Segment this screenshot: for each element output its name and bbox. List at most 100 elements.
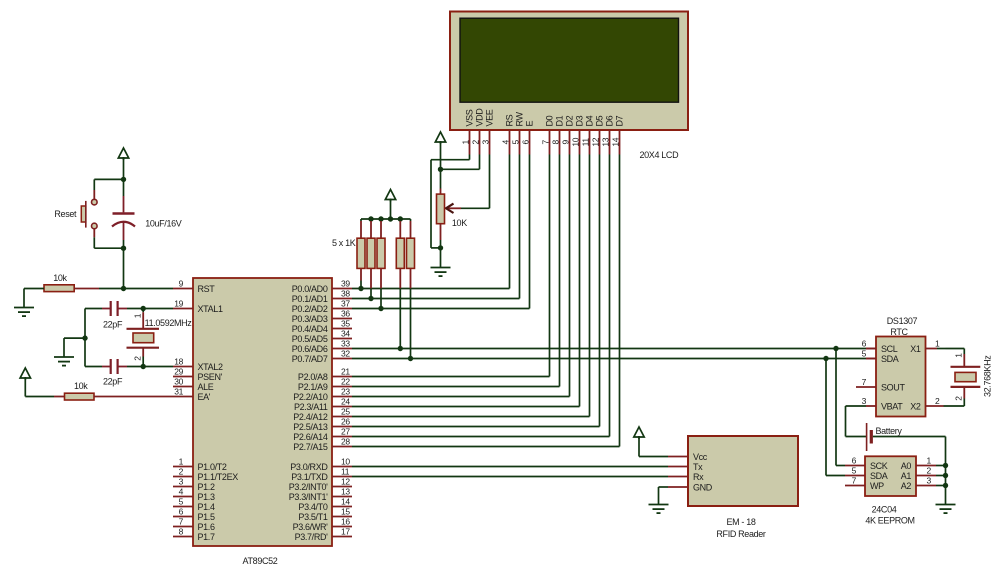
svg-text:39: 39 — [341, 279, 350, 289]
svg-text:XTAL1: XTAL1 — [198, 304, 223, 314]
svg-text:4: 4 — [501, 139, 511, 144]
svg-text:1: 1 — [179, 457, 184, 467]
svg-text:28: 28 — [341, 437, 350, 447]
svg-text:9: 9 — [179, 279, 184, 289]
svg-text:SDA: SDA — [870, 471, 888, 481]
svg-text:10: 10 — [341, 457, 350, 467]
svg-text:P1.1/T2EX: P1.1/T2EX — [198, 472, 239, 482]
svg-text:6: 6 — [852, 456, 857, 466]
svg-text:WP: WP — [870, 481, 884, 491]
svg-text:18: 18 — [174, 357, 183, 367]
svg-text:13: 13 — [341, 487, 350, 497]
svg-text:1: 1 — [927, 456, 932, 466]
svg-text:33: 33 — [341, 339, 350, 349]
svg-text:RFID Reader: RFID Reader — [716, 529, 766, 539]
svg-text:8: 8 — [179, 527, 184, 537]
svg-text:PSEN': PSEN' — [198, 372, 223, 382]
svg-text:XTAL2: XTAL2 — [198, 362, 223, 372]
svg-text:13: 13 — [601, 137, 611, 146]
svg-text:E: E — [525, 121, 535, 127]
svg-text:14: 14 — [611, 137, 621, 146]
svg-text:EM - 18: EM - 18 — [726, 517, 755, 527]
svg-text:8: 8 — [551, 139, 561, 144]
svg-text:6: 6 — [179, 507, 184, 517]
svg-text:P3.5/T1: P3.5/T1 — [298, 512, 327, 522]
svg-text:2: 2 — [133, 356, 143, 361]
svg-text:32.768KHz: 32.768KHz — [983, 355, 993, 397]
svg-text:4: 4 — [179, 487, 184, 497]
svg-text:P2.6/A14: P2.6/A14 — [293, 432, 328, 442]
svg-text:24: 24 — [341, 397, 350, 407]
svg-text:5: 5 — [852, 466, 857, 476]
svg-text:15: 15 — [341, 507, 350, 517]
svg-text:P1.3: P1.3 — [198, 492, 215, 502]
svg-text:5 x 1K: 5 x 1K — [332, 238, 356, 248]
svg-text:38: 38 — [341, 289, 350, 299]
svg-text:VBAT: VBAT — [881, 402, 903, 412]
svg-text:P1.6: P1.6 — [198, 522, 215, 532]
svg-text:5: 5 — [862, 349, 867, 359]
svg-text:P0.4/AD4: P0.4/AD4 — [292, 324, 328, 334]
svg-text:A0: A0 — [901, 461, 912, 471]
svg-text:25: 25 — [341, 407, 350, 417]
svg-text:P2.2/A10: P2.2/A10 — [293, 392, 328, 402]
svg-text:P3.7/RD': P3.7/RD' — [295, 532, 329, 542]
svg-text:30: 30 — [174, 377, 183, 387]
svg-text:P1.0/T2: P1.0/T2 — [198, 462, 227, 472]
svg-text:26: 26 — [341, 417, 350, 427]
svg-text:10k: 10k — [53, 273, 67, 283]
svg-text:RTC: RTC — [890, 327, 908, 337]
svg-text:1: 1 — [935, 339, 940, 349]
svg-text:P1.2: P1.2 — [198, 482, 215, 492]
svg-text:RW: RW — [515, 112, 525, 127]
svg-text:VSS: VSS — [465, 109, 475, 126]
svg-text:AT89C52: AT89C52 — [243, 556, 278, 566]
svg-text:D3: D3 — [575, 115, 585, 126]
svg-text:1: 1 — [954, 353, 964, 358]
svg-text:D7: D7 — [615, 115, 625, 126]
svg-text:2: 2 — [935, 396, 940, 406]
svg-text:X1: X1 — [910, 344, 921, 354]
svg-text:A1: A1 — [901, 471, 912, 481]
svg-text:GND: GND — [693, 483, 713, 493]
svg-text:6: 6 — [521, 139, 531, 144]
svg-text:P1.7: P1.7 — [198, 532, 215, 542]
svg-text:35: 35 — [341, 319, 350, 329]
svg-text:P0.1/AD1: P0.1/AD1 — [292, 294, 328, 304]
svg-text:P0.3/AD3: P0.3/AD3 — [292, 314, 328, 324]
svg-text:24C04: 24C04 — [872, 505, 897, 515]
svg-text:36: 36 — [341, 309, 350, 319]
svg-text:34: 34 — [341, 329, 350, 339]
svg-text:2: 2 — [927, 466, 932, 476]
svg-text:D5: D5 — [595, 115, 605, 126]
svg-text:2: 2 — [954, 396, 964, 401]
svg-text:P2.7/A15: P2.7/A15 — [293, 442, 328, 452]
svg-text:RST: RST — [198, 284, 216, 294]
svg-text:X2: X2 — [910, 402, 921, 412]
svg-text:17: 17 — [341, 527, 350, 537]
svg-text:7: 7 — [179, 517, 184, 527]
svg-text:31: 31 — [174, 387, 183, 397]
svg-text:10k: 10k — [74, 381, 88, 391]
svg-text:3: 3 — [927, 476, 932, 486]
svg-text:VDD: VDD — [475, 108, 485, 127]
svg-text:P0.2/AD2: P0.2/AD2 — [292, 304, 328, 314]
svg-text:P0.7/AD7: P0.7/AD7 — [292, 354, 328, 364]
svg-text:11: 11 — [581, 138, 591, 147]
svg-text:Vcc: Vcc — [693, 452, 708, 462]
svg-text:5: 5 — [511, 139, 521, 144]
svg-text:VEE: VEE — [485, 109, 495, 126]
svg-text:D2: D2 — [565, 115, 575, 126]
svg-text:22: 22 — [341, 377, 350, 387]
svg-text:32: 32 — [341, 349, 350, 359]
svg-text:5: 5 — [179, 497, 184, 507]
svg-text:Battery: Battery — [876, 426, 903, 436]
svg-text:P2.3/A11: P2.3/A11 — [294, 402, 328, 412]
svg-text:P3.1/TXD: P3.1/TXD — [291, 472, 328, 482]
svg-text:19: 19 — [174, 299, 183, 309]
svg-text:A2: A2 — [901, 481, 912, 491]
svg-text:16: 16 — [341, 517, 350, 527]
svg-text:23: 23 — [341, 387, 350, 397]
svg-text:12: 12 — [591, 137, 601, 146]
svg-text:P0.0/AD0: P0.0/AD0 — [292, 284, 328, 294]
